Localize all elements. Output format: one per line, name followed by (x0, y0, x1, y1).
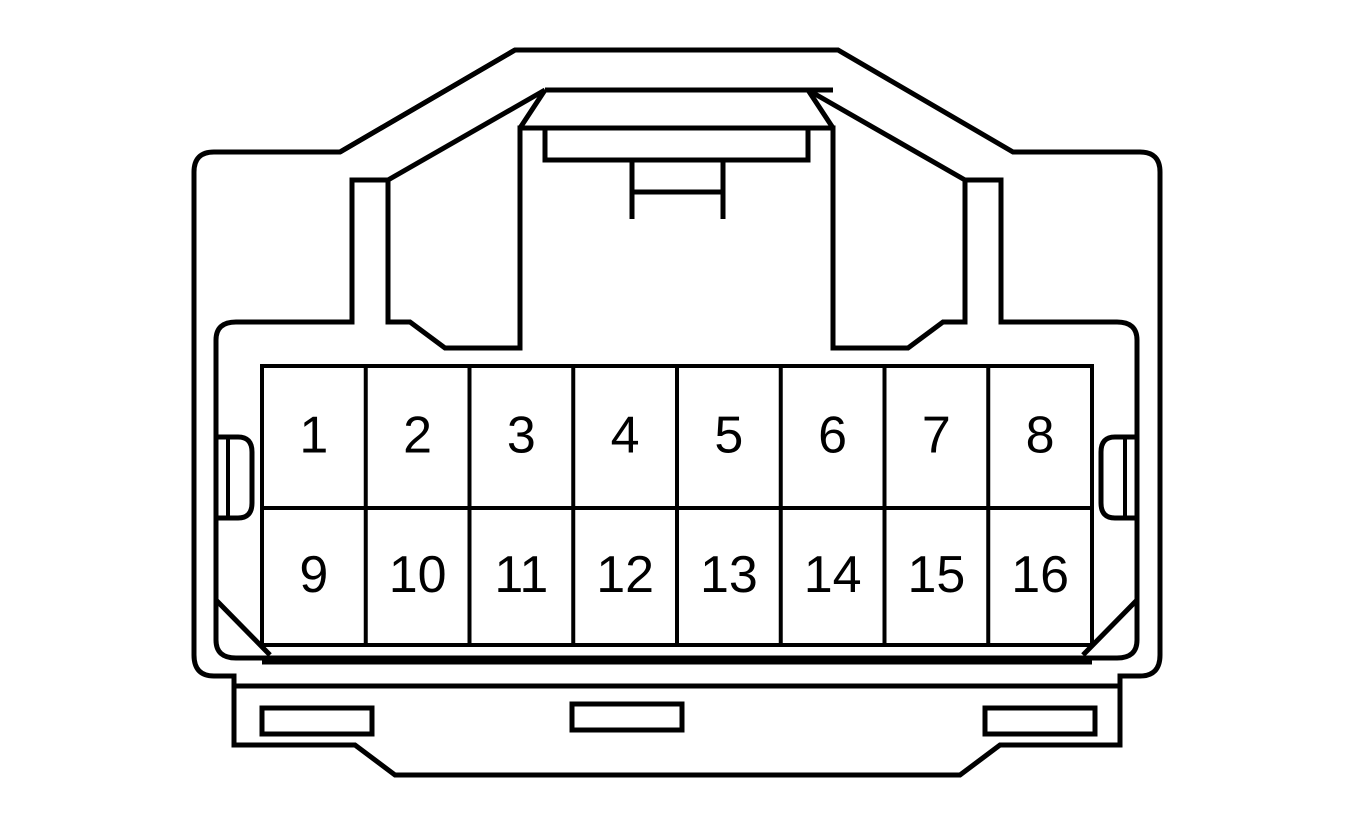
pin-number-8[interactable]: 8 (1026, 407, 1055, 465)
left-shoulder-diagonal-outer (338, 47, 517, 155)
bottom-slot-center (569, 701, 685, 733)
pin-number-9[interactable]: 9 (299, 546, 328, 604)
pin-grid-lines (262, 366, 1092, 645)
bottom-slot-left (259, 705, 375, 737)
pin-number-13[interactable]: 13 (700, 546, 758, 604)
pin-number-14[interactable]: 14 (804, 546, 862, 604)
pin-number-3[interactable]: 3 (507, 407, 536, 465)
left-side-tab (216, 434, 255, 521)
center-latch-tab (629, 162, 726, 219)
right-shoulder-diagonal-inner (806, 87, 967, 183)
pin-number-5[interactable]: 5 (714, 407, 743, 465)
hood-top-rail (517, 88, 836, 130)
right-side-tab (1098, 434, 1137, 521)
pin-number-6[interactable]: 6 (818, 407, 847, 465)
pin-number-11[interactable]: 11 (494, 546, 548, 604)
pin-number-15[interactable]: 15 (907, 546, 965, 604)
outer-body-outline (191, 47, 1163, 778)
pin-number-7[interactable]: 7 (922, 407, 951, 465)
hood-inner-outline (213, 125, 1140, 661)
pin-number-12[interactable]: 12 (596, 546, 654, 604)
left-shoulder-diagonal-inner (386, 87, 547, 183)
bottom-slot-right (982, 705, 1098, 737)
pin-number-16[interactable]: 16 (1011, 546, 1069, 604)
pin-number-4[interactable]: 4 (611, 407, 640, 465)
pin-number-2[interactable]: 2 (403, 407, 432, 465)
pin-number-10[interactable]: 10 (389, 546, 447, 604)
center-latch-recess (542, 128, 811, 163)
pin-number-1[interactable]: 1 (299, 407, 328, 465)
